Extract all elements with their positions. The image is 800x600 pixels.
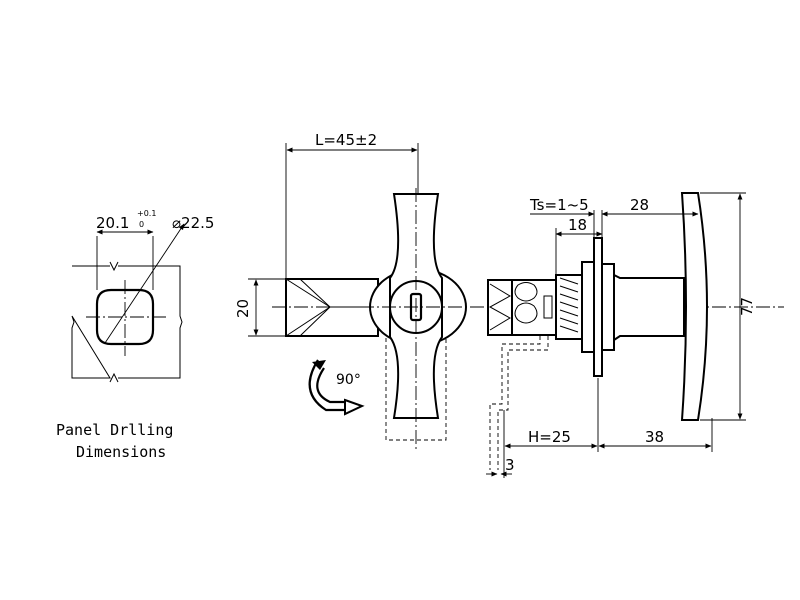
handle-shank <box>613 273 685 342</box>
dimension-77-label: 77 <box>738 297 756 316</box>
tolerance-upper: +0.1 <box>137 209 156 218</box>
dimension-18-label: 18 <box>568 216 587 234</box>
dimension-28-label: 28 <box>630 196 649 214</box>
rotated-position-outline <box>385 338 447 441</box>
handle-grip <box>680 192 708 421</box>
diameter-leader <box>104 223 185 344</box>
bezel <box>601 263 615 351</box>
width-label: 20.1 <box>96 214 129 232</box>
h-label: H=25 <box>528 428 571 446</box>
length-label: L=45±2 <box>315 131 377 149</box>
diameter-label: ⌀22.5 <box>172 214 214 232</box>
lock-housing <box>511 279 557 336</box>
height-label: 20 <box>234 299 252 318</box>
panel-drilling-view: 20.1 +0.1 0 ⌀22.5 Panel Drlling Dimensio… <box>56 209 214 461</box>
rotation-arrow <box>308 359 352 412</box>
front-view: L=45±2 20 90° <box>234 131 784 450</box>
dimension-3-label: 3 <box>505 456 515 474</box>
side-view: Ts=1~5 28 18 77 H=25 38 3 <box>486 192 756 478</box>
panel-outline <box>71 265 183 379</box>
panel-caption-line1: Panel Drlling <box>56 421 173 439</box>
drilled-hole <box>95 288 155 346</box>
thickness-label: Ts=1~5 <box>529 196 589 214</box>
dimension-38-label: 38 <box>645 428 664 446</box>
panel-caption-line2: Dimensions <box>76 443 166 461</box>
tolerance-lower: 0 <box>139 220 144 229</box>
nut <box>581 261 595 353</box>
rotation-label: 90° <box>336 372 361 388</box>
panel-plate <box>593 237 603 377</box>
